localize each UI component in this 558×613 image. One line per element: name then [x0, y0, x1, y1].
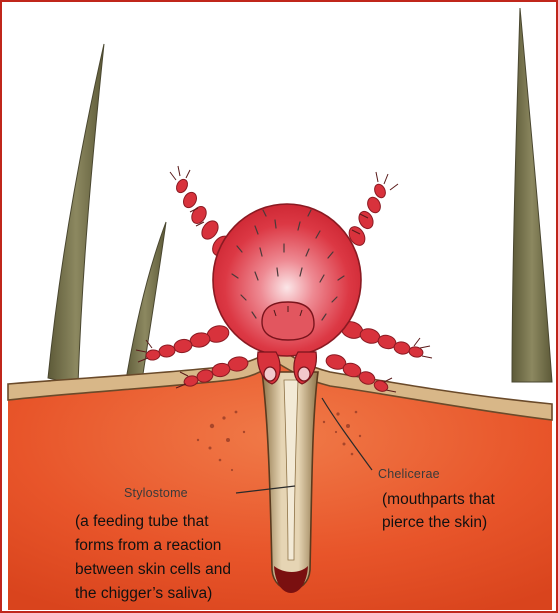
- stylostome-note-line-4: the chigger’s saliva): [75, 585, 212, 602]
- stylostome-label: Stylostome: [124, 486, 188, 500]
- chelicerae-note-line-1: (mouthparts that: [382, 491, 496, 508]
- chelicerae-label: Chelicerae: [378, 467, 440, 481]
- stylostome-note-line-1: (a feeding tube that: [75, 513, 209, 530]
- stylostome-note-line-3: between skin cells and: [75, 561, 231, 578]
- chelicerae-note-line-2: pierce the skin): [382, 514, 487, 531]
- stylostome-note-line-2: forms from a reaction: [75, 537, 221, 554]
